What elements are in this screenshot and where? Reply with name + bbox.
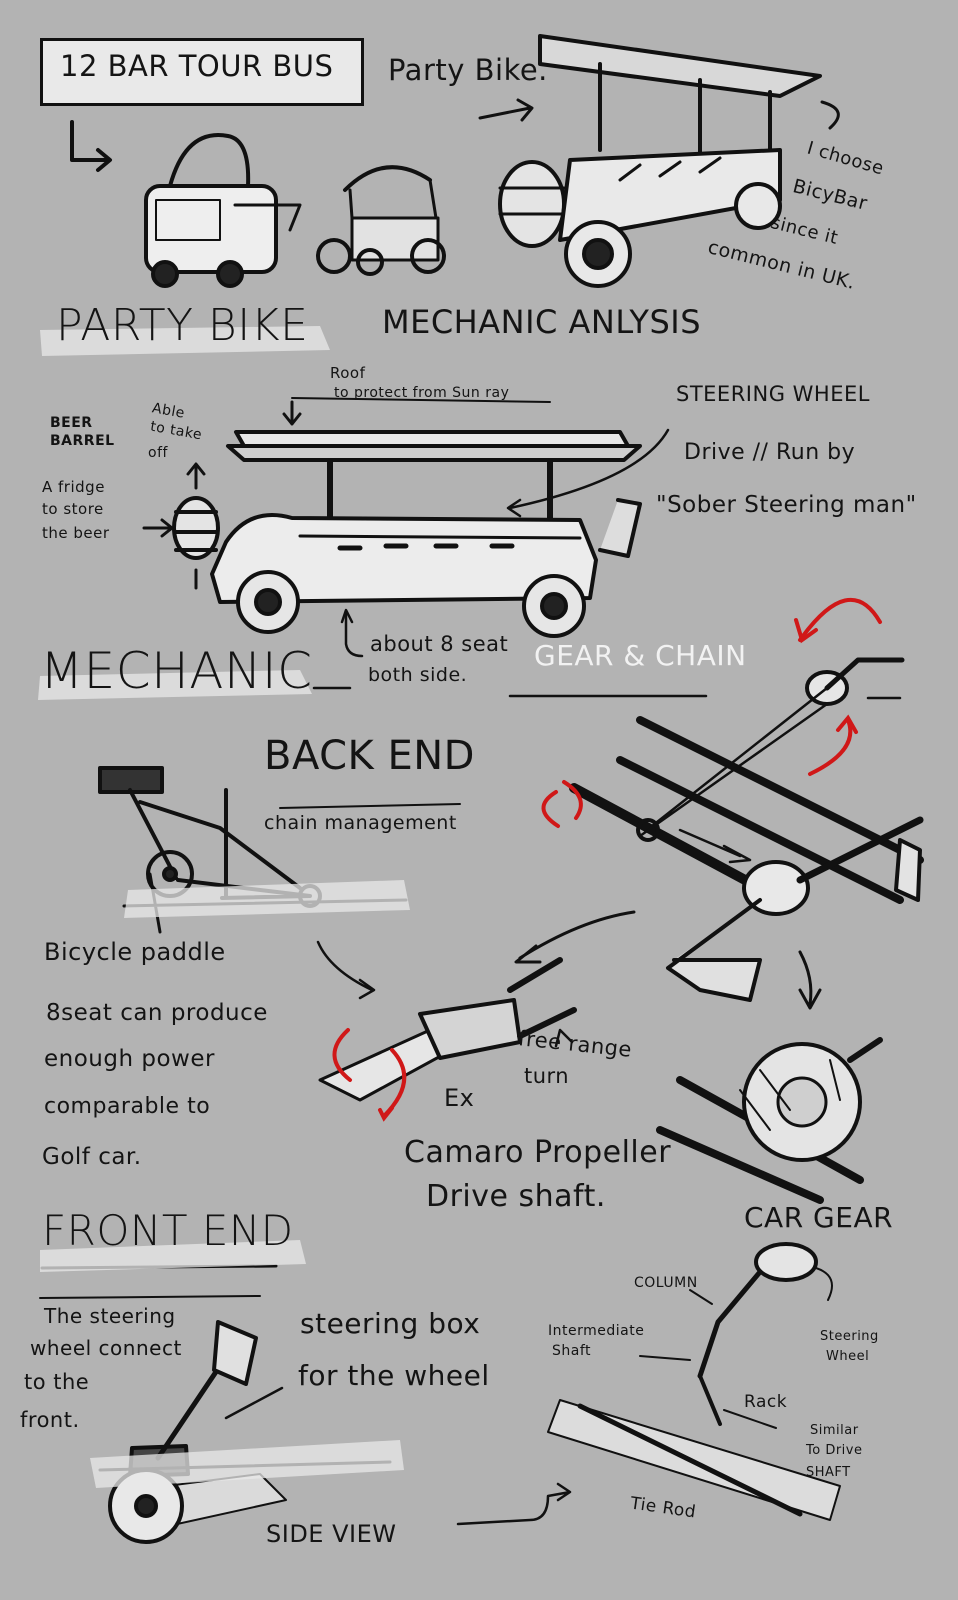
seats-line-2: both side. [368, 664, 468, 686]
van-sketch [144, 133, 302, 288]
party-bike-top-sketch [498, 34, 840, 288]
mechanic-title: MECHANIC [40, 642, 313, 700]
steering-box-line-1: steering box [300, 1307, 481, 1340]
steering-wheel-small-line-2: Wheel [826, 1349, 870, 1364]
roof-note-line-1: Roof [330, 364, 366, 382]
power-note-line-4: Golf car. [42, 1144, 142, 1170]
steering-box-line-2: for the wheel [298, 1359, 490, 1392]
fridge-line-1: A fridge [42, 478, 105, 496]
bicycle-paddle-label: Bicycle paddle [44, 938, 226, 966]
similar-line-1: Similar [810, 1423, 859, 1438]
rotation-arrow-red [798, 597, 882, 642]
similar-line-2: To Drive [806, 1443, 863, 1458]
gear-chain-label: GEAR & CHAIN [534, 639, 747, 672]
steering-wheel-small-line-1: Steering [820, 1329, 879, 1344]
power-note-line-3: comparable to [44, 1094, 211, 1119]
steering-wheel-label: STEERING WHEEL [676, 382, 870, 406]
seats-line-1: about 8 seat [370, 632, 509, 656]
intermediate-line-1: Intermediate [548, 1323, 645, 1339]
intermediate-line-2: Shaft [552, 1343, 592, 1359]
steering-system-sketch [547, 1242, 841, 1521]
front-end-title: FRONT END [42, 1206, 294, 1255]
steering-note-line-1: The steering [44, 1304, 176, 1328]
fridge-line-3: the beer [42, 524, 110, 542]
chain-management-label: chain management [264, 812, 457, 834]
column-label: COLUMN [634, 1275, 698, 1291]
title-box [40, 38, 364, 106]
beer-barrel-line-2: BARREL [50, 433, 115, 449]
side-view-label: SIDE VIEW [266, 1520, 397, 1548]
beer-barrel-line-1: BEER [50, 415, 93, 431]
free-range-line-2: turn [524, 1064, 570, 1088]
tricycle-sketch [316, 165, 446, 276]
party-bike-main-sketch [142, 397, 670, 658]
drive-run-label: Drive // Run by [684, 440, 856, 465]
drive-shaft-sketch [318, 957, 577, 1102]
analysis-title-left: PARTY BIKE [56, 300, 309, 351]
power-note-line-2: enough power [44, 1046, 215, 1072]
camaro-line-1: Camaro Propeller [404, 1135, 672, 1170]
camaro-line-2: Drive shaft. [426, 1179, 606, 1214]
steering-note-line-4: front. [20, 1408, 80, 1432]
analysis-title-right: MECHANIC ANLYSIS [382, 303, 702, 341]
steering-note-line-3: to the [24, 1370, 90, 1394]
ex-label: Ex [444, 1084, 475, 1112]
similar-line-3: SHAFT [806, 1465, 851, 1480]
steering-note-line-2: wheel connect [30, 1336, 182, 1360]
page-title: 12 BAR TOUR BUS [60, 49, 334, 83]
gear-chain-sketch [514, 657, 924, 1010]
sober-label: "Sober Steering man" [656, 492, 917, 518]
roof-note-line-2: to protect from Sun ray [334, 385, 510, 401]
party-bike-label: Party Bike. [388, 53, 548, 87]
car-gear-sketch [656, 1037, 883, 1204]
rack-label: Rack [744, 1392, 788, 1412]
power-note-line-1: 8seat can produce [46, 1000, 268, 1026]
fridge-line-2: to store [42, 500, 104, 518]
back-end-title: BACK END [264, 733, 475, 779]
take-off-line-3: off [148, 445, 168, 461]
car-gear-label: CAR GEAR [744, 1201, 894, 1234]
